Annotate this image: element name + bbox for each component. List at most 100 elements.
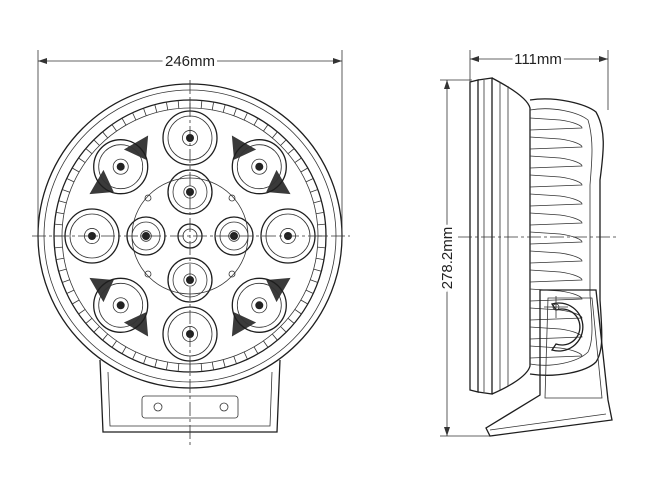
- serration-tick: [143, 108, 147, 116]
- serration-tick: [243, 351, 248, 360]
- heat-sink-fins: [529, 117, 583, 359]
- serration-tick: [55, 211, 65, 215]
- serration-tick: [85, 317, 93, 324]
- heat-sink-fin: [529, 117, 583, 131]
- reflector-wedge: [231, 135, 257, 160]
- heat-sink-fin: [529, 288, 583, 302]
- serration-tick: [305, 289, 314, 294]
- serration-tick: [177, 100, 180, 109]
- serration-tick: [263, 340, 269, 348]
- serration-tick: [200, 100, 203, 109]
- serration-tick: [54, 223, 63, 226]
- heat-sink-fin: [529, 212, 583, 226]
- reflector-wedge: [123, 135, 149, 160]
- serration-tick: [102, 131, 109, 139]
- height-label: 278.2mm: [439, 227, 456, 290]
- serration-tick: [313, 268, 322, 272]
- depth-label: 111mm: [514, 51, 562, 68]
- serration-tick: [66, 289, 75, 294]
- mounting-bracket-side: [485, 289, 613, 437]
- serration-tick: [211, 101, 215, 111]
- serration-tick: [253, 118, 259, 126]
- serration-tick: [317, 223, 326, 226]
- led-lens: [93, 139, 149, 195]
- serration-tick: [78, 157, 86, 163]
- led-lens: [231, 277, 287, 333]
- serration-tick: [317, 246, 326, 249]
- serration-tick: [58, 268, 67, 272]
- serration-tick: [243, 112, 248, 121]
- height-dimension: 278.2mm: [436, 79, 492, 437]
- serration-tick: [72, 299, 80, 305]
- serration-tick: [62, 189, 70, 193]
- serration-tick: [121, 118, 127, 126]
- heat-sink-fin: [529, 136, 583, 150]
- led-chip: [255, 162, 264, 171]
- rear-housing: [529, 98, 604, 376]
- serration-tick: [154, 359, 158, 368]
- reflector-wedge: [89, 169, 114, 195]
- serration-tick: [62, 279, 70, 283]
- serration-tick: [313, 200, 322, 204]
- serration-tick: [310, 189, 318, 193]
- serration-tick: [315, 257, 325, 261]
- reflector-wedge: [231, 312, 257, 337]
- serration-tick: [315, 211, 325, 215]
- serration-tick: [111, 124, 117, 132]
- heat-sink-fin: [529, 250, 583, 264]
- serration-tick: [55, 257, 65, 261]
- serration-tick: [253, 346, 259, 354]
- serration-tick: [294, 157, 302, 163]
- reflector-wedge: [266, 169, 291, 195]
- serration-tick: [287, 148, 295, 155]
- side-view: 111mm 278.2mm: [436, 48, 618, 437]
- front-bezel: [469, 77, 531, 395]
- heat-sink-fin: [529, 231, 583, 245]
- serration-tick: [154, 104, 158, 113]
- led-lens: [231, 139, 287, 195]
- serration-tick: [58, 200, 67, 204]
- serration-tick: [222, 104, 226, 113]
- serration-tick: [93, 326, 100, 333]
- serration-tick: [66, 178, 75, 183]
- led-chip: [116, 301, 125, 310]
- serration-tick: [300, 167, 308, 173]
- serration-tick: [280, 326, 287, 333]
- serration-tick: [72, 167, 80, 173]
- width-dimension: 246mm: [37, 50, 343, 240]
- serration-tick: [121, 346, 127, 354]
- serration-tick: [102, 333, 109, 341]
- serration-tick: [294, 309, 302, 315]
- reflector-wedge: [123, 312, 149, 337]
- serration-tick: [233, 356, 237, 364]
- serration-tick: [54, 246, 63, 249]
- heat-sink-fin: [529, 174, 583, 188]
- serration-tick: [233, 108, 237, 116]
- led-chip: [116, 162, 125, 171]
- serrated-ring: [54, 100, 326, 372]
- heat-sink-fin: [529, 345, 583, 359]
- heat-sink-fin: [529, 155, 583, 169]
- serration-tick: [211, 361, 215, 371]
- heat-sink-fin: [529, 193, 583, 207]
- serration-tick: [310, 279, 318, 283]
- reflector-wedge: [266, 277, 291, 303]
- serration-tick: [132, 351, 137, 360]
- serration-tick: [271, 131, 278, 139]
- depth-dimension: 111mm: [469, 48, 609, 110]
- serration-tick: [111, 340, 117, 348]
- serration-tick: [300, 299, 308, 305]
- serration-tick: [287, 317, 295, 324]
- serration-tick: [78, 309, 86, 315]
- serration-tick: [93, 139, 100, 146]
- serration-tick: [263, 124, 269, 132]
- led-lens: [93, 277, 149, 333]
- width-label: 246mm: [165, 53, 215, 70]
- heat-sink-fin: [529, 269, 583, 283]
- heat-sink-fin: [529, 326, 583, 340]
- serration-tick: [165, 101, 169, 111]
- serration-tick: [132, 112, 137, 121]
- serration-tick: [143, 356, 147, 364]
- reflector-wedges: [89, 135, 291, 337]
- serration-tick: [165, 361, 169, 371]
